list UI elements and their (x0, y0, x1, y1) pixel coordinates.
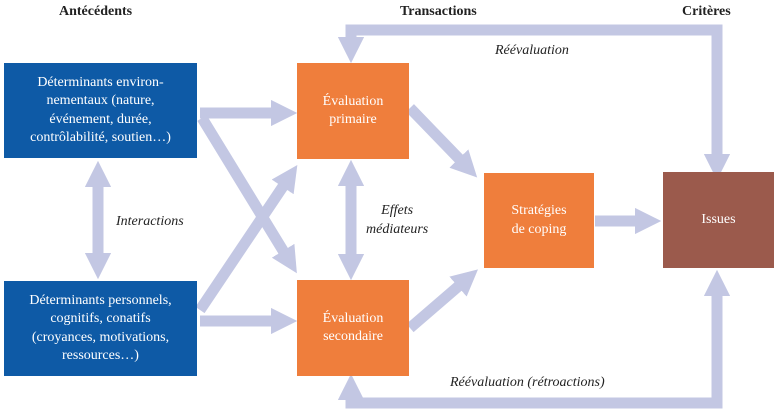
arrow-env-to-secondaire (197, 115, 297, 274)
box-evaluation-primaire: Évaluation primaire (297, 63, 409, 159)
box-determinants-environnementaux: Déterminants environ- nementaux (nature,… (4, 63, 197, 158)
header-antecedents: Antécédents (59, 4, 133, 19)
box-issues: Issues (663, 172, 774, 268)
label-reevaluation-top: Réévaluation (495, 43, 569, 58)
header-criteres: Critères (682, 4, 731, 19)
header-transactions: Transactions (400, 4, 477, 19)
box-determinants-personnels: Déterminants personnels, cognitifs, cona… (4, 281, 197, 376)
arrow-reevaluation-top (337, 24, 731, 181)
label-reevaluation-bottom: Réévaluation (rétroactions) (450, 375, 605, 390)
arrow-reevaluation-bottom (337, 269, 731, 409)
arrow-secondaire-to-coping (406, 269, 478, 333)
box-evaluation-secondaire: Évaluation secondaire (297, 280, 409, 376)
arrow-primaire-to-coping (406, 104, 478, 178)
label-interactions: Interactions (116, 214, 184, 229)
box-strategies-coping: Stratégies de coping (484, 173, 594, 268)
label-effets-mediateurs: Effets médiateurs (366, 203, 429, 237)
arrow-pers-to-primaire (195, 165, 298, 314)
